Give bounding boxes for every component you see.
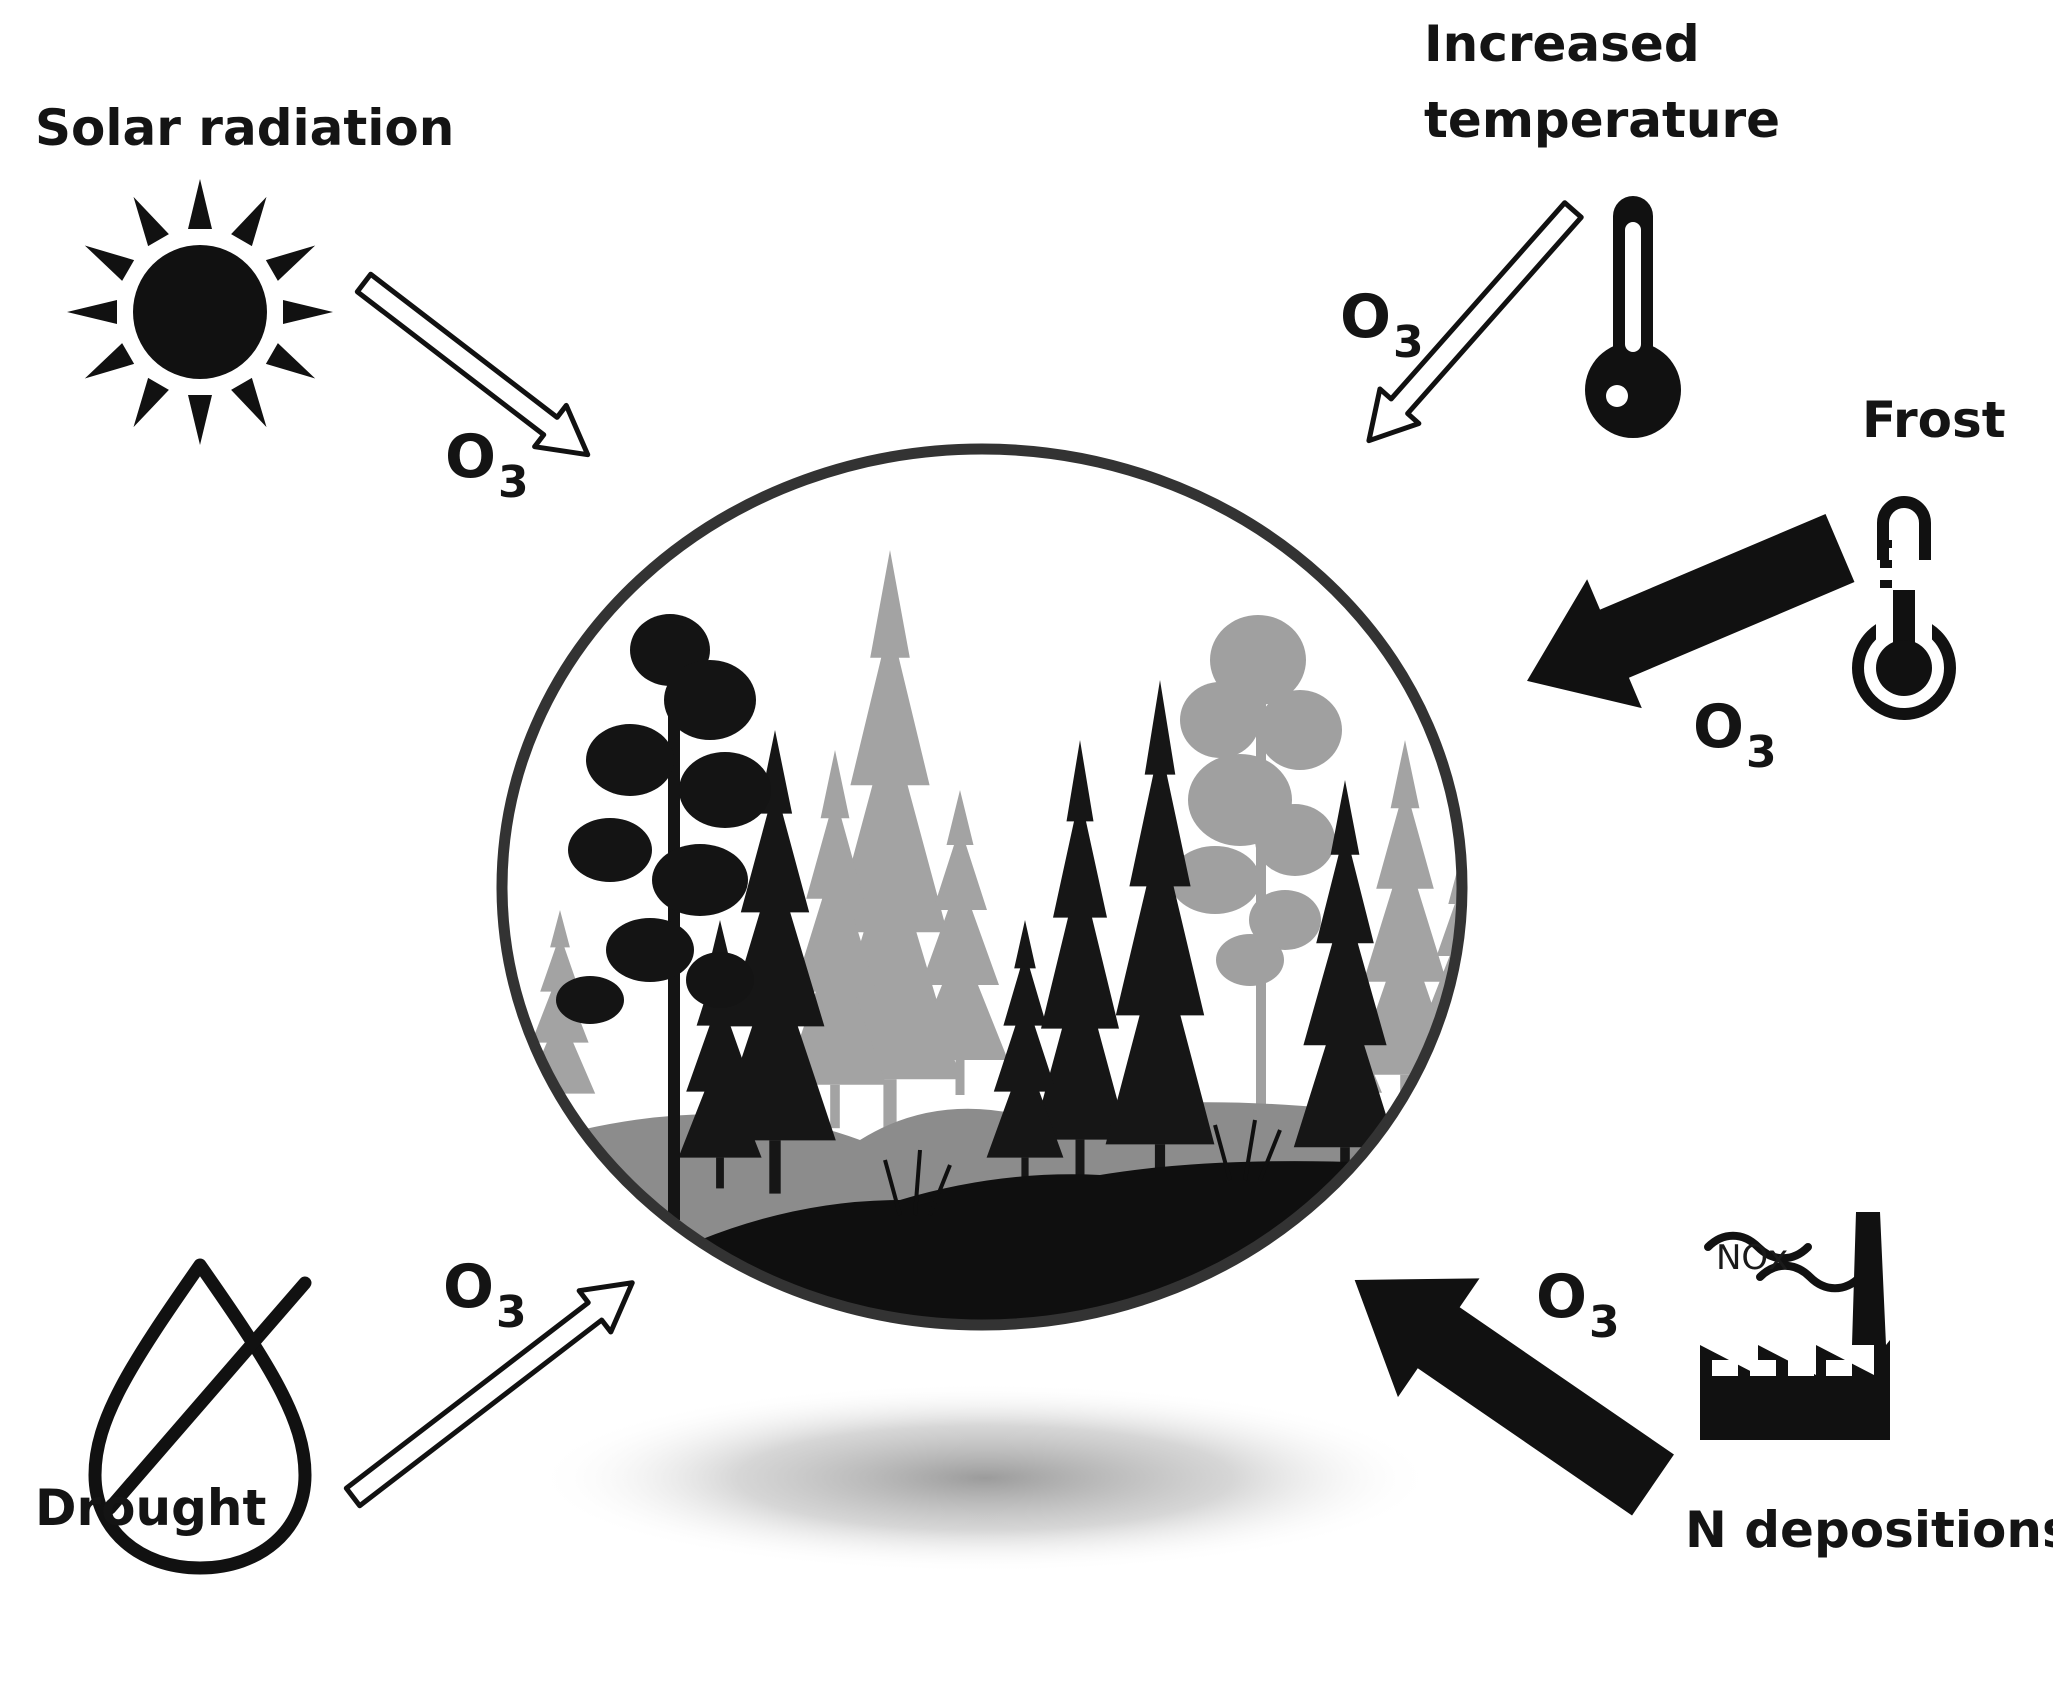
n-depositions-label: N depositions — [1685, 1501, 2053, 1559]
factory-icon — [1700, 1212, 1890, 1440]
no-water-drop-icon — [88, 1258, 312, 1575]
arrow-temperature — [1366, 200, 1584, 444]
ozone-label-frost: O3 — [1693, 692, 1777, 778]
ozone-label-drought: O3 — [443, 1252, 527, 1338]
drought-label: Drought — [35, 1479, 267, 1537]
arrow-drought — [343, 1280, 635, 1509]
arrow-nitrogen — [1354, 1278, 1674, 1516]
arrow-solar — [354, 271, 591, 458]
frost-label: Frost — [1862, 391, 2006, 449]
sun-icon — [67, 179, 333, 445]
temperature-label-line2: temperature — [1424, 91, 1781, 149]
ozone-label-temperature: O3 — [1340, 282, 1424, 368]
ozone-label-solar: O3 — [445, 422, 529, 508]
solar-radiation-label: Solar radiation — [35, 99, 455, 157]
arrow-frost — [1527, 513, 1855, 709]
thermometer-cold-icon — [1852, 496, 1956, 720]
thermometer-hot-icon — [1585, 196, 1681, 438]
ozone-label-nitrogen: O3 — [1536, 1262, 1620, 1348]
forest-icon — [502, 449, 1462, 1325]
globe-shadow — [535, 1383, 1435, 1573]
nox-label: NOx — [1716, 1238, 1789, 1278]
forest-globe-outline — [496, 443, 1468, 1331]
temperature-label-line1: Increased — [1424, 15, 1700, 73]
